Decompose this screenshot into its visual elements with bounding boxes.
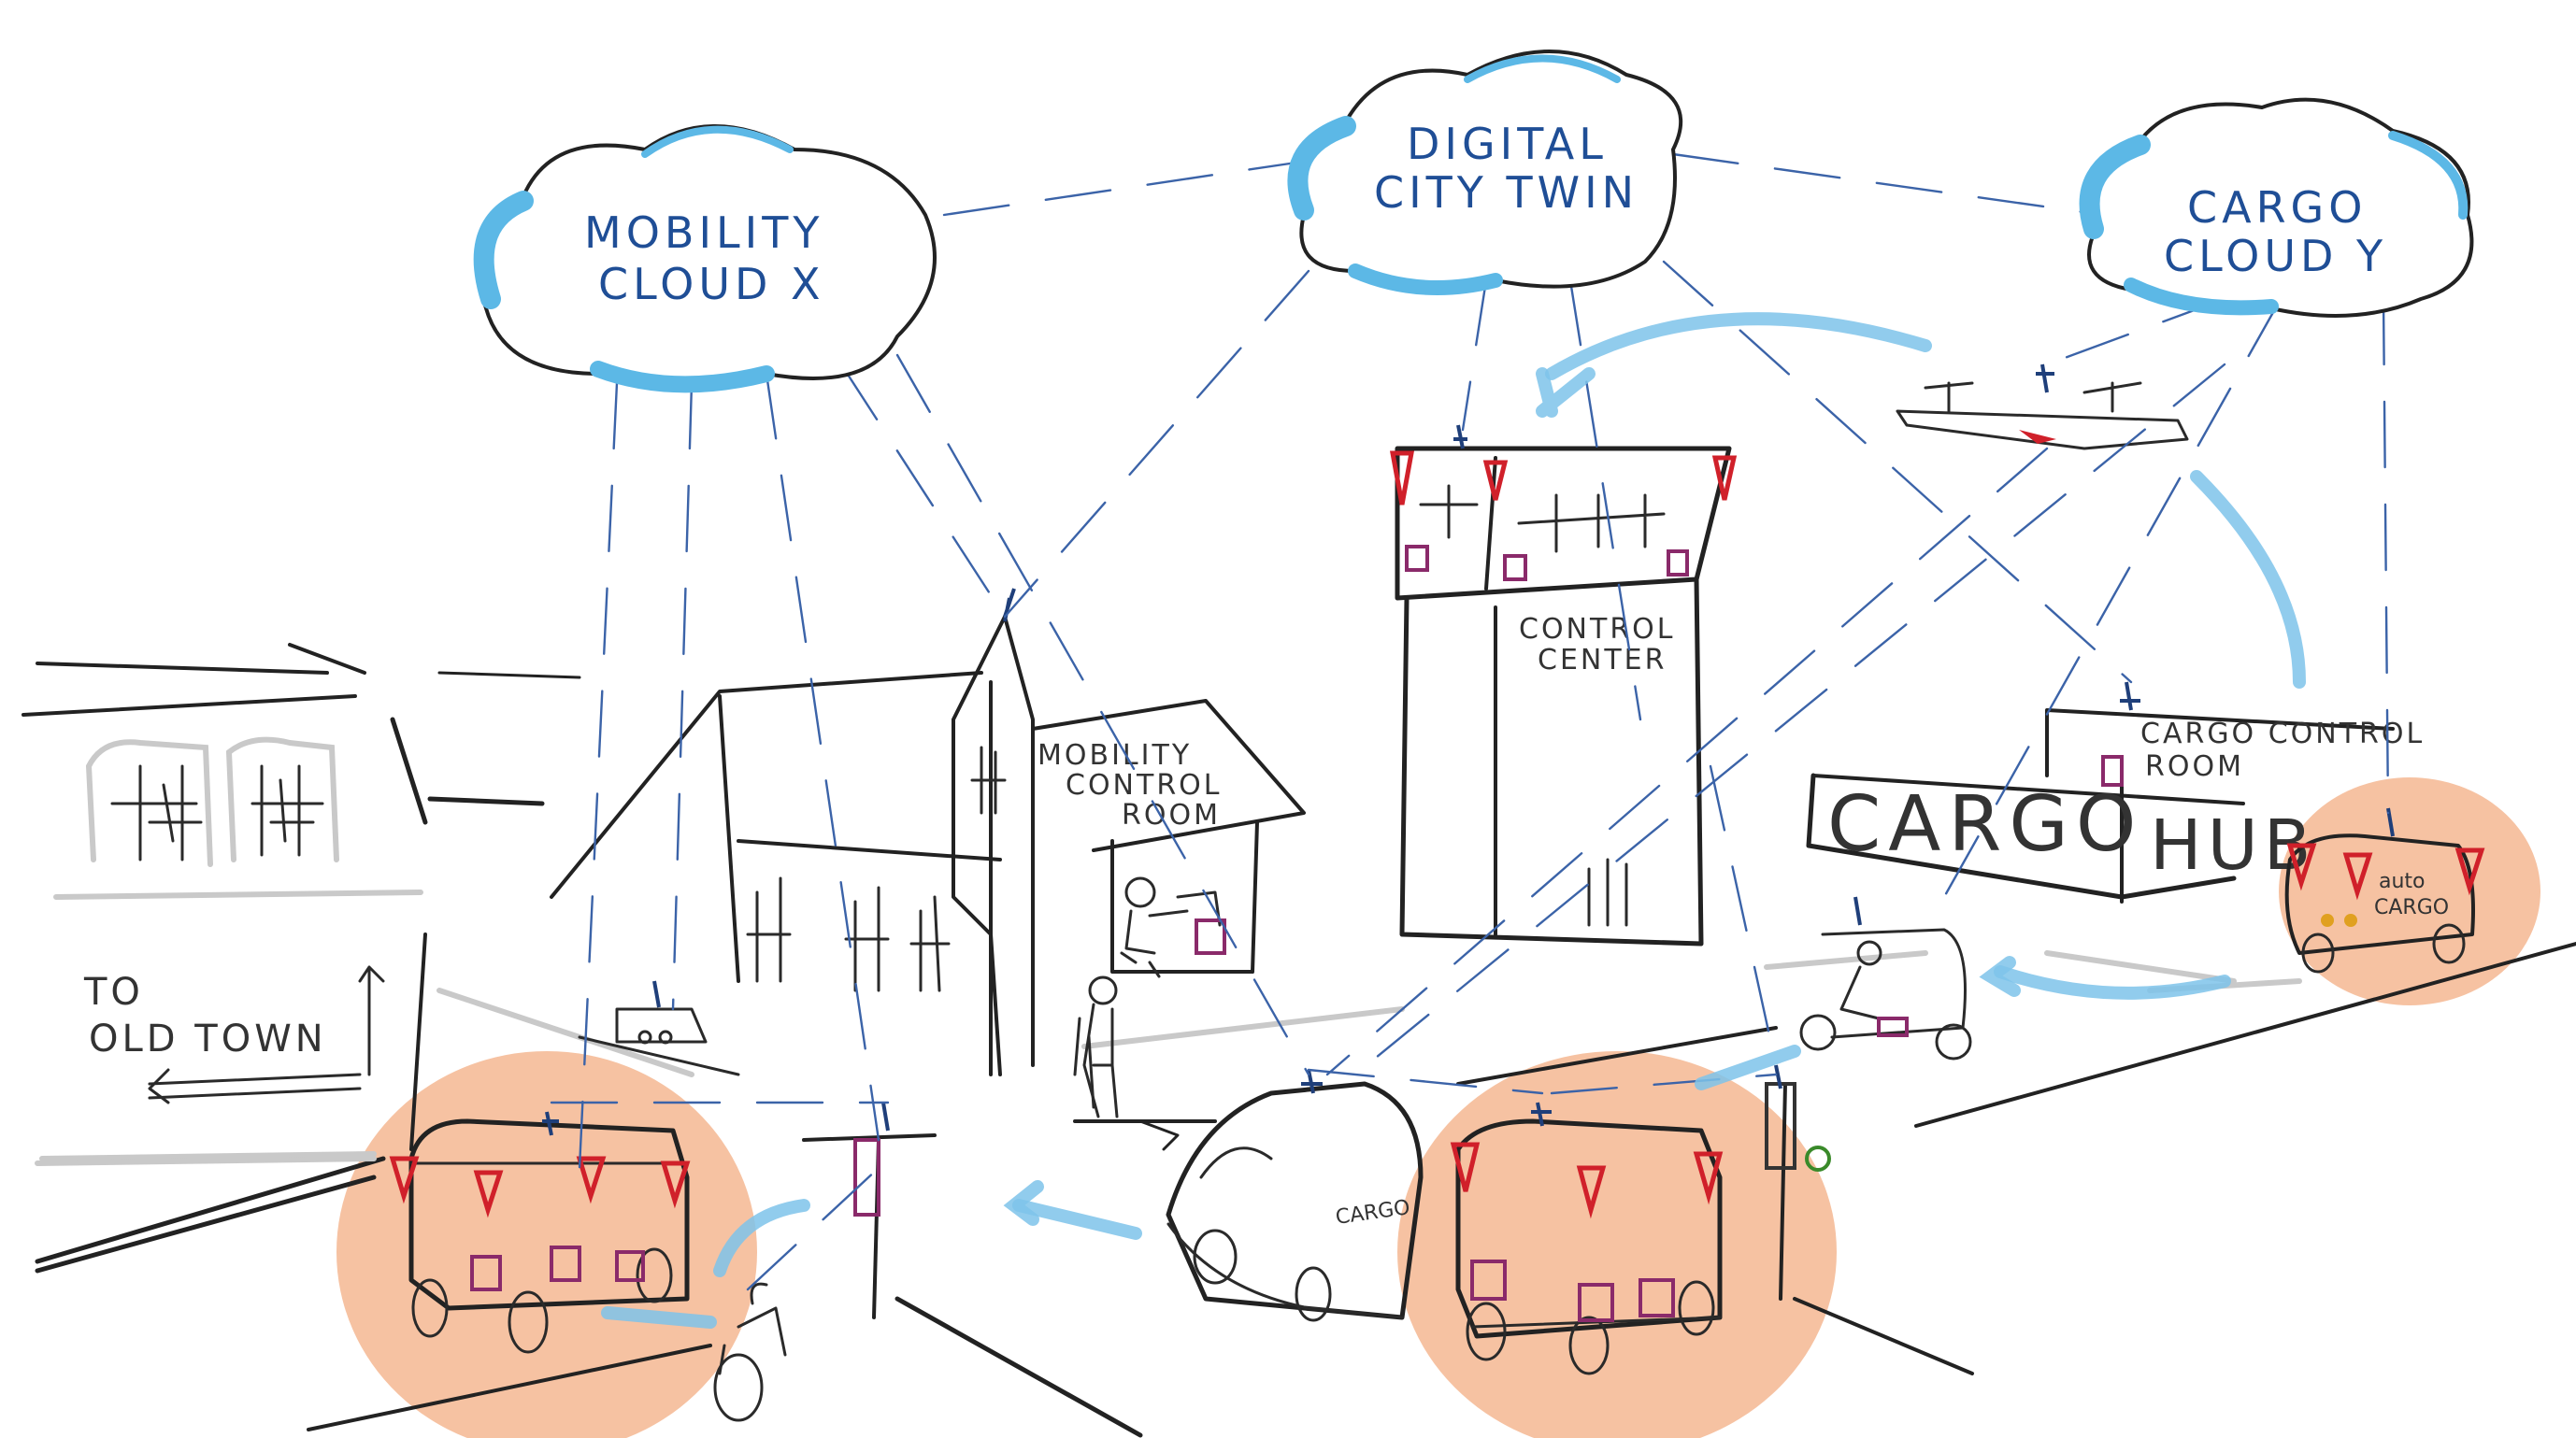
sensor-icon bbox=[1390, 450, 1738, 505]
mobility-control-room: MOBILITY CONTROL ROOM bbox=[952, 588, 1306, 1076]
mobility-cloud-line1: MOBILITY bbox=[584, 207, 823, 258]
sensor-icon bbox=[1450, 1142, 1724, 1219]
robot-icon bbox=[578, 980, 740, 1076]
mobility-room-line3: ROOM bbox=[1122, 799, 1221, 832]
shuttle-icon bbox=[389, 1111, 691, 1354]
person-icon bbox=[1073, 975, 1119, 1118]
old-town-sign-line1: TO bbox=[83, 971, 144, 1014]
streets bbox=[35, 942, 2576, 1438]
cargo-cloud-line2: CLOUD Y bbox=[2164, 231, 2387, 281]
old-town-building: TO OLD TOWN bbox=[21, 643, 581, 1166]
highlight-circle-shuttle-left bbox=[336, 1051, 757, 1438]
mobility-cloud-line2: CLOUD X bbox=[598, 259, 825, 309]
sensor-icon bbox=[389, 1156, 691, 1218]
control-center-line1: CONTROL bbox=[1519, 613, 1676, 646]
auto-cargo-line1: auto bbox=[2379, 870, 2426, 893]
auto-cargo-vehicle: auto CARGO bbox=[2284, 807, 2485, 974]
cloud-icon bbox=[2079, 97, 2474, 318]
cargo-cloud: CARGO CLOUD Y bbox=[2079, 97, 2474, 318]
highlight-circle-shuttle-right bbox=[1397, 1051, 1837, 1438]
cloud-icon bbox=[473, 124, 937, 393]
cargo-bike bbox=[1799, 896, 1972, 1061]
signal-pole bbox=[853, 1064, 1831, 1319]
mobility-cloud: MOBILITY CLOUD X bbox=[473, 124, 937, 393]
mobility-room-line2: CONTROL bbox=[1066, 769, 1223, 802]
sensor-icon bbox=[2286, 843, 2485, 901]
data-links bbox=[550, 152, 2390, 1291]
bicycle-icon bbox=[713, 1282, 787, 1422]
delivery-van: CARGO bbox=[1166, 1069, 1424, 1322]
auto-cargo-line2: CARGO bbox=[2374, 896, 2449, 919]
cargo-hub: CARGO CONTROL ROOM CARGO HUB bbox=[1806, 681, 2425, 904]
cargo-cloud-line1: CARGO bbox=[2187, 182, 2367, 233]
old-town-sign-line2: OLD TOWN bbox=[89, 1018, 327, 1061]
cloud-icon bbox=[1287, 50, 1683, 295]
mobility-room-line1: MOBILITY bbox=[1038, 739, 1192, 772]
operator-icon bbox=[1120, 876, 1226, 978]
antenna-icon bbox=[542, 1111, 559, 1136]
cargo-hub-word1: CARGO bbox=[1827, 780, 2143, 869]
control-center-line2: CENTER bbox=[1538, 644, 1667, 676]
twin-cloud-line2: CITY TWIN bbox=[1374, 167, 1639, 218]
twin-cloud: DIGITAL CITY TWIN bbox=[1287, 50, 1683, 295]
cargo-room-line1: CARGO CONTROL bbox=[2140, 718, 2425, 750]
drone-icon bbox=[1896, 363, 2189, 450]
cargo-room-line2: ROOM bbox=[2145, 750, 2244, 783]
antenna-icon bbox=[1531, 1102, 1552, 1127]
middle-building bbox=[550, 671, 1002, 1076]
twin-cloud-line1: DIGITAL bbox=[1407, 119, 1608, 169]
antenna-icon bbox=[1853, 896, 1862, 926]
cargo-hub-word2: HUB bbox=[2150, 805, 2317, 886]
flow-arrows bbox=[601, 312, 2306, 1329]
antenna-icon bbox=[2120, 681, 2140, 711]
control-center-tower: CONTROL CENTER bbox=[1390, 424, 1738, 947]
antenna-icon bbox=[1453, 424, 1467, 449]
shuttle-icon bbox=[1450, 1102, 1724, 1375]
